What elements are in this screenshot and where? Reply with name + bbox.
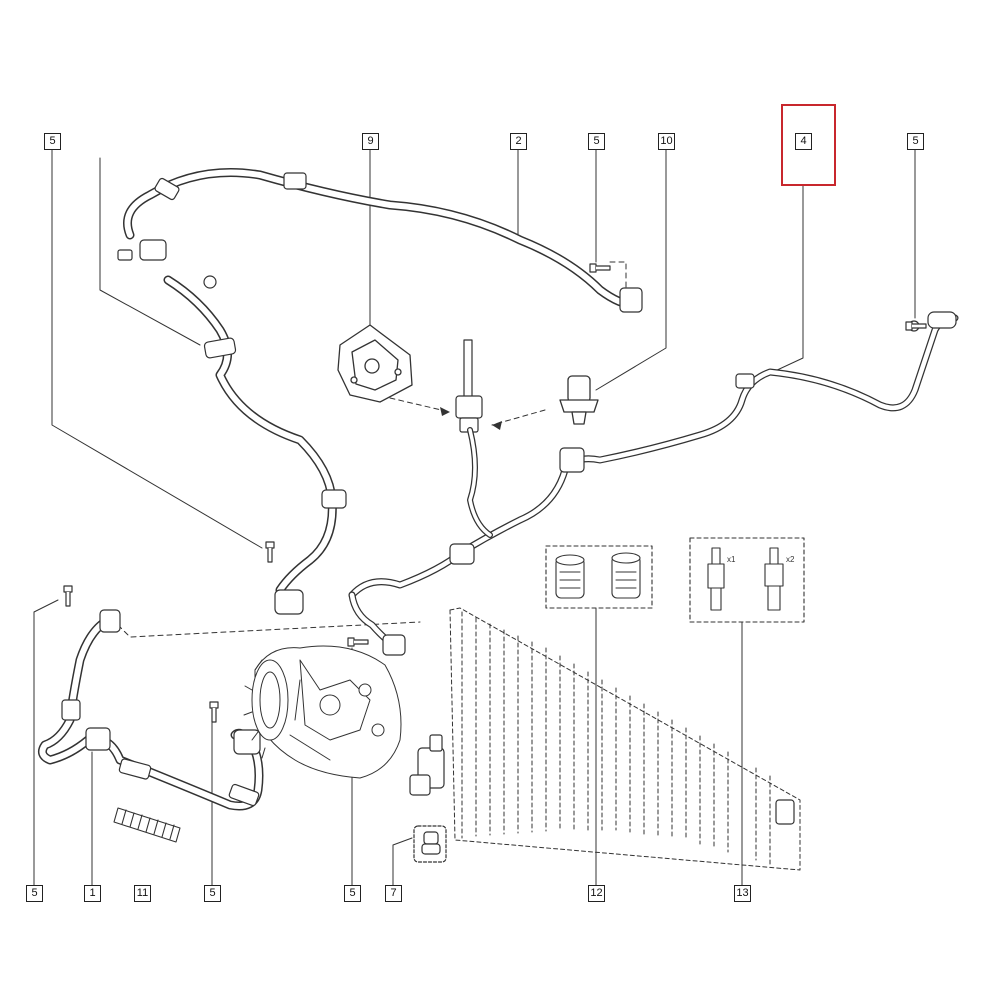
callout-2[interactable]: 2 bbox=[510, 133, 527, 150]
callout-12[interactable]: 12 bbox=[588, 885, 605, 902]
callout-7[interactable]: 7 bbox=[385, 885, 402, 902]
callout-5[interactable]: 5 bbox=[26, 885, 43, 902]
rod-clip bbox=[455, 339, 483, 433]
callout-4[interactable]: 4 bbox=[795, 133, 812, 150]
callout-5[interactable]: 5 bbox=[44, 133, 61, 150]
bolt-parts-5 bbox=[63, 263, 927, 723]
condenser-fittings bbox=[409, 734, 795, 825]
callout-5[interactable]: 5 bbox=[344, 885, 361, 902]
callout-5[interactable]: 5 bbox=[204, 885, 221, 902]
sleeve-part-11 bbox=[113, 807, 181, 843]
quantity-label-a: x1 bbox=[727, 555, 736, 564]
leader-lines bbox=[33, 149, 916, 886]
part-4-highlight bbox=[781, 104, 836, 186]
quantity-label-b: x2 bbox=[786, 555, 795, 564]
fitting-part-7 bbox=[413, 825, 447, 863]
compressor bbox=[243, 645, 402, 779]
pipe-part-4 bbox=[348, 311, 959, 656]
caps-part-12 bbox=[545, 545, 653, 609]
callout-5[interactable]: 5 bbox=[588, 133, 605, 150]
hose-part-1 bbox=[37, 609, 264, 811]
valves-part-13 bbox=[689, 537, 805, 623]
callout-1[interactable]: 1 bbox=[84, 885, 101, 902]
upper-fittings bbox=[117, 172, 643, 615]
callout-9[interactable]: 9 bbox=[362, 133, 379, 150]
condenser bbox=[449, 607, 801, 871]
callout-13[interactable]: 13 bbox=[734, 885, 751, 902]
callout-5[interactable]: 5 bbox=[907, 133, 924, 150]
callout-10[interactable]: 10 bbox=[658, 133, 675, 150]
sensor-part-10 bbox=[559, 375, 599, 425]
bracket-part-9 bbox=[337, 324, 413, 403]
callout-11[interactable]: 11 bbox=[134, 885, 151, 902]
arrow-heads bbox=[440, 407, 502, 430]
